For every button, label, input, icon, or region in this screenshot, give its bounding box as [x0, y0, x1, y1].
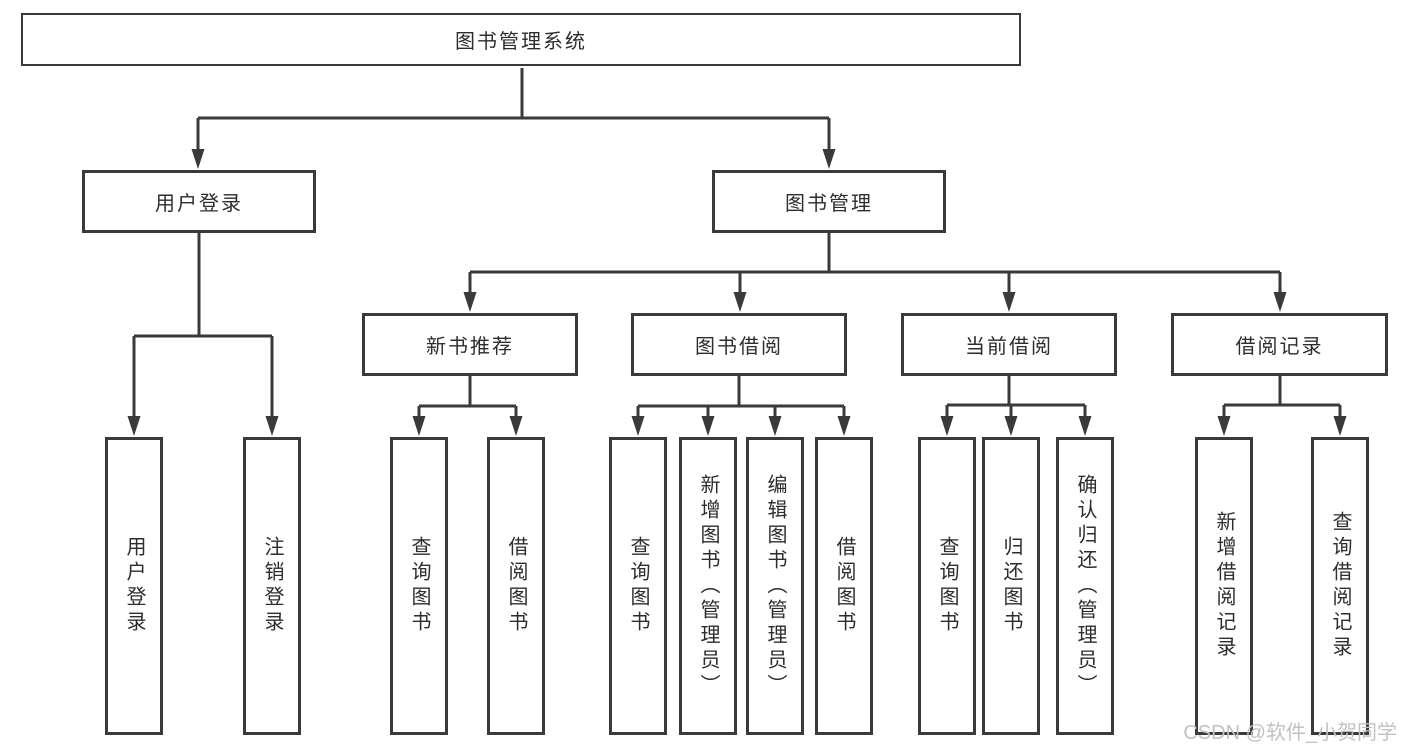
- arrowhead: [631, 416, 645, 436]
- leaf-logout: 注销登录: [243, 437, 301, 735]
- arrowhead: [463, 292, 477, 312]
- arrowhead: [265, 416, 279, 436]
- leaf-add-borrow-record: 新增借阅记录: [1195, 437, 1253, 735]
- arrowhead: [701, 416, 715, 436]
- arrowhead: [509, 416, 523, 436]
- leaf-user-login: 用户登录: [105, 437, 163, 735]
- node-new-book-recommendation: 新书推荐: [362, 313, 578, 376]
- node-current-borrowing: 当前借阅: [901, 313, 1117, 376]
- csdn-watermark: CSDN @软件_小贺同学: [1183, 722, 1397, 744]
- leaf-recommend-borrow-books: 借阅图书: [487, 437, 545, 735]
- connector-login-to-leaves: [127, 233, 279, 436]
- arrowhead: [127, 416, 141, 436]
- connector-records-to-leaves: [1217, 375, 1347, 436]
- connector-current-to-leaves: [940, 375, 1092, 436]
- leaf-current-confirm-return-admin: 确认归还（管理员）: [1056, 437, 1114, 735]
- leaf-query-borrow-record: 查询借阅记录: [1311, 437, 1369, 735]
- leaf-current-return-books: 归还图书: [982, 437, 1040, 735]
- arrowhead: [412, 416, 426, 436]
- arrowhead: [768, 416, 782, 436]
- arrowhead: [1333, 416, 1347, 436]
- leaf-current-query-books: 查询图书: [918, 437, 976, 735]
- connector-root-to-level2: [191, 68, 836, 169]
- arrowhead: [1217, 416, 1231, 436]
- node-user-login: 用户登录: [82, 170, 316, 233]
- node-book-borrowing: 图书借阅: [631, 313, 847, 376]
- leaf-borrow-query-books: 查询图书: [609, 437, 667, 735]
- node-library-management-system: 图书管理系统: [21, 13, 1021, 66]
- leaf-borrow-edit-books-admin: 编辑图书（管理员）: [746, 437, 804, 735]
- arrowhead: [1078, 416, 1092, 436]
- leaf-borrow-borrow-books: 借阅图书: [815, 437, 873, 735]
- connector-recommend-to-leaves: [412, 375, 523, 436]
- connector-borrow-to-leaves: [631, 375, 851, 436]
- leaf-borrow-add-books-admin: 新增图书（管理员）: [679, 437, 737, 735]
- arrowhead: [1273, 292, 1287, 312]
- arrowhead: [191, 149, 205, 169]
- arrowhead: [822, 149, 836, 169]
- arrowhead: [733, 292, 747, 312]
- connector-mgmt-to-level3: [463, 233, 1287, 312]
- arrowhead: [1002, 292, 1016, 312]
- arrowhead: [1004, 416, 1018, 436]
- node-book-management: 图书管理: [712, 170, 946, 233]
- leaf-recommend-query-books: 查询图书: [390, 437, 448, 735]
- arrowhead: [940, 416, 954, 436]
- arrowhead: [837, 416, 851, 436]
- node-borrowing-records: 借阅记录: [1171, 313, 1388, 376]
